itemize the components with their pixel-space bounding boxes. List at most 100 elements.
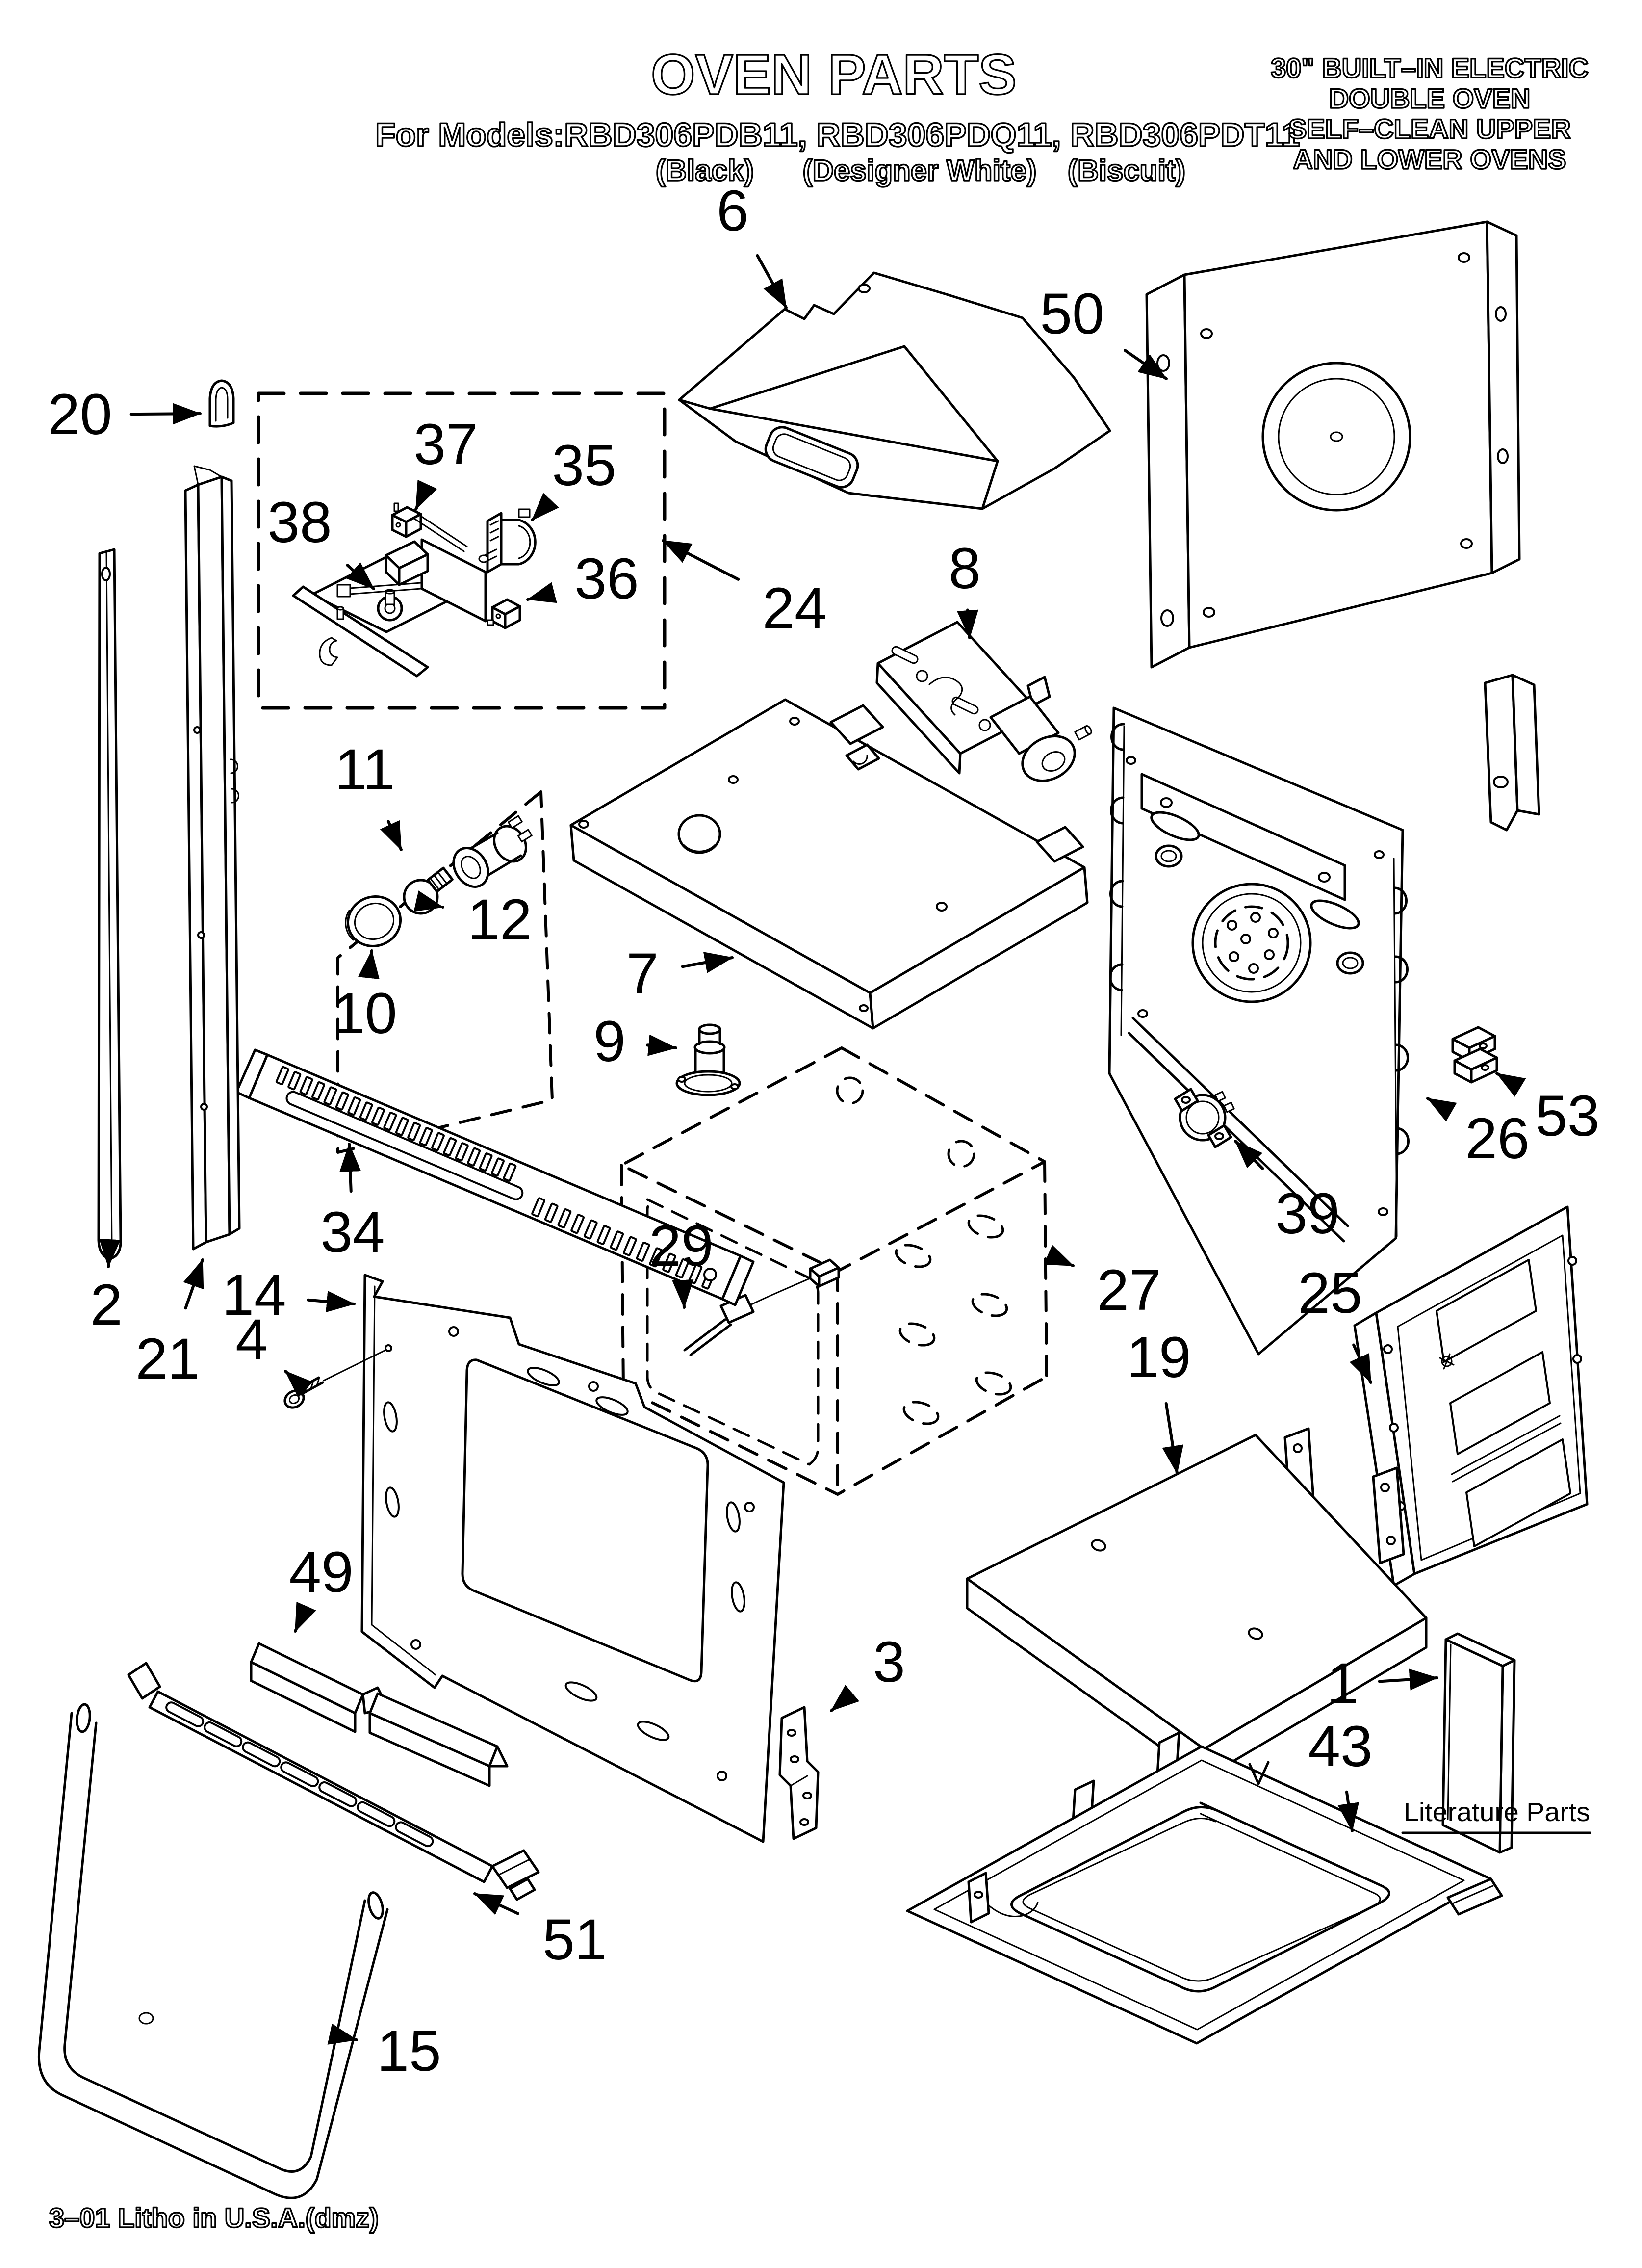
vent-slot — [347, 1096, 361, 1116]
callout-number-20: 20 — [48, 382, 112, 447]
vent-slot — [242, 1741, 281, 1768]
callout-20: 20 — [48, 382, 202, 447]
vent-slot — [287, 1071, 302, 1091]
callout-14: 14 — [222, 1263, 356, 1328]
callout-arrow-7 — [681, 952, 734, 973]
vent-slot — [419, 1127, 433, 1147]
vent-slot — [318, 1781, 358, 1807]
callout-1: 1 — [1327, 1651, 1438, 1716]
callout-arrow-38 — [346, 562, 375, 590]
callout-12: 12 — [413, 887, 532, 952]
page-title: OVEN PARTS — [651, 43, 1017, 106]
callout-number-15: 15 — [377, 2019, 441, 2084]
vent-slot — [675, 1258, 690, 1278]
vent-slot — [383, 1112, 397, 1131]
callout-19: 19 — [1127, 1325, 1191, 1475]
callout-arrow-50 — [1123, 349, 1168, 380]
vent-slot — [557, 1208, 572, 1228]
callout-26: 26 — [1426, 1097, 1530, 1171]
vent-slot — [531, 1197, 545, 1218]
vent-slot — [371, 1106, 385, 1126]
assembly-11-light-dashed-box — [336, 790, 554, 1154]
callout-29: 29 — [649, 1214, 714, 1309]
vent-slot — [479, 1152, 493, 1172]
callout-arrow-36 — [526, 582, 557, 603]
callout-arrow-15 — [327, 2023, 358, 2045]
callout-21: 21 — [135, 1258, 204, 1391]
vent-slot — [636, 1241, 650, 1262]
callout-arrow-3 — [830, 1685, 860, 1712]
callout-51: 51 — [473, 1892, 607, 1972]
literature-parts-label: Literature Parts — [1401, 1798, 1591, 1834]
callout-8: 8 — [949, 536, 981, 639]
callout-number-10: 10 — [333, 981, 397, 1046]
vent-slot — [503, 1162, 517, 1182]
part-34-vent-grille — [235, 1048, 755, 1306]
callout-arrow-49 — [294, 1601, 316, 1633]
vent-slot — [544, 1202, 559, 1223]
callouts: 1234678910111214151920212425262729343536… — [48, 179, 1599, 2084]
callout-9: 9 — [593, 1009, 677, 1074]
vent-slot — [596, 1225, 611, 1245]
finish-black: (Black) — [656, 154, 754, 187]
callout-number-50: 50 — [1040, 282, 1104, 346]
callout-number-21: 21 — [135, 1327, 200, 1391]
callout-10: 10 — [333, 949, 397, 1046]
callout-arrow-37 — [414, 479, 437, 511]
vent-slot — [311, 1081, 326, 1101]
right-block-line-4: AND LOWER OVENS — [1293, 144, 1566, 175]
callout-arrow-35 — [531, 493, 559, 521]
callout-53: 53 — [1495, 1072, 1600, 1148]
part-49-support-bar — [250, 1642, 509, 1787]
callout-2: 2 — [90, 1238, 123, 1337]
finish-designer-white: (Designer White) — [803, 154, 1037, 187]
vent-slot — [285, 1091, 524, 1200]
callout-arrow-11 — [380, 820, 403, 851]
vent-slot — [335, 1091, 349, 1111]
vent-slot — [395, 1821, 434, 1848]
callout-number-19: 19 — [1127, 1325, 1191, 1390]
callout-4: 4 — [235, 1307, 313, 1398]
callout-number-2: 2 — [90, 1273, 123, 1337]
part-19-top-panel — [966, 1427, 1428, 1780]
part-2-side-trim — [97, 548, 122, 1260]
models-line: For Models:RBD306PDB11, RBD306PDQ11, RBD… — [375, 116, 1300, 154]
part-51-bottom-vent-trim — [127, 1662, 540, 1901]
header: OVEN PARTS For Models:RBD306PDB11, RBD30… — [374, 42, 1589, 187]
callout-arrow-27 — [1043, 1245, 1075, 1267]
callout-arrow-1 — [1378, 1668, 1438, 1691]
part-1-literature — [1441, 1632, 1516, 1854]
callout-number-25: 25 — [1298, 1261, 1362, 1326]
vent-slot — [395, 1117, 409, 1136]
callout-38: 38 — [267, 490, 375, 590]
right-block-line-2: DOUBLE OVEN — [1329, 83, 1531, 114]
callout-arrow-21 — [183, 1258, 204, 1310]
callout-number-4: 4 — [235, 1307, 268, 1372]
part-20-end-cap — [208, 379, 235, 428]
part-3-side-bracket — [778, 1706, 820, 1840]
callout-number-6: 6 — [717, 179, 749, 243]
callout-number-36: 36 — [574, 547, 639, 611]
callout-number-38: 38 — [267, 490, 332, 555]
callout-number-51: 51 — [542, 1907, 607, 1972]
callout-number-8: 8 — [949, 536, 981, 601]
litho-line: 3–01 Litho in U.S.A.(dmz) — [49, 2202, 379, 2233]
callout-number-3: 3 — [873, 1630, 905, 1694]
callout-number-14: 14 — [222, 1263, 286, 1328]
part-6-heat-baffle — [678, 271, 1111, 510]
vent-slot — [443, 1137, 457, 1157]
callout-36: 36 — [526, 547, 639, 611]
callout-11: 11 — [335, 737, 403, 851]
vent-slot — [623, 1236, 637, 1256]
callout-number-12: 12 — [467, 887, 532, 952]
vent-slot — [275, 1066, 289, 1086]
part-50-rear-panel — [1145, 220, 1521, 669]
part-21-side-trim-channel — [184, 465, 241, 1251]
callout-number-27: 27 — [1097, 1258, 1161, 1323]
part-26-rear-oven-panel — [1108, 674, 1540, 1356]
callout-34: 34 — [320, 1143, 385, 1265]
callout-number-53: 53 — [1535, 1084, 1599, 1148]
callout-number-34: 34 — [320, 1200, 385, 1265]
